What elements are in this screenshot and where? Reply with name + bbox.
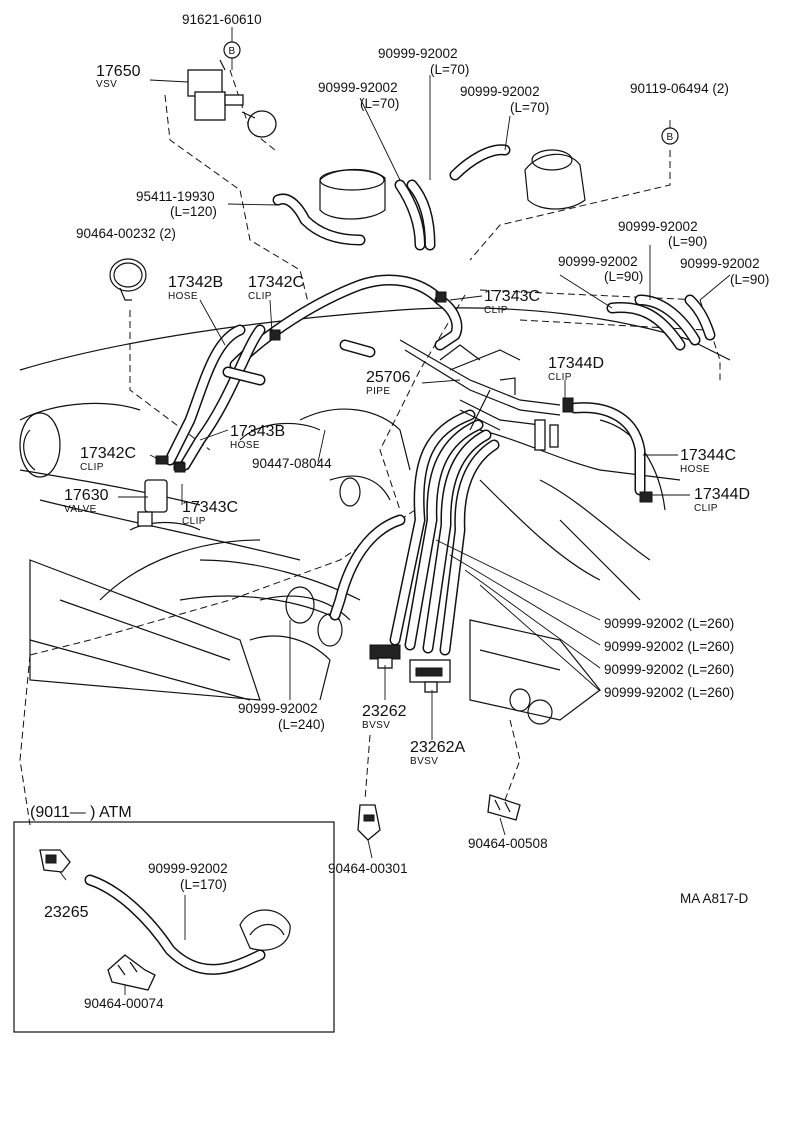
label-valve: VALVE (64, 504, 97, 515)
ref-circle-b-top (223, 41, 241, 59)
label-90999-92002-a: 90999-92002 (378, 46, 458, 61)
label-17343b: 17343B (230, 423, 285, 440)
label-90464-00232: 90464-00232 (2) (76, 226, 176, 241)
label-23265: 23265 (44, 904, 89, 921)
part-labels: 91621-60610 17650 VSV 90999-92002 (L=70)… (30, 12, 769, 1011)
leader-lines (59, 27, 731, 995)
label-17344d-top: 17344D (548, 355, 604, 372)
bvsv-23262 (369, 644, 401, 669)
label-23262: 23262 (362, 703, 407, 720)
label-clip-17344d-top: CLIP (548, 372, 572, 383)
ref-b-right-text: B (666, 132, 673, 143)
label-clip-17344d-right: CLIP (694, 503, 718, 514)
label-90119-06494: 90119-06494 (2) (630, 81, 729, 96)
label-hose-17343b: HOSE (230, 440, 260, 451)
label-90999-92002-f: 90999-92002 (680, 256, 760, 271)
label-l260-1: 90999-92002 (L=260) (604, 616, 734, 631)
label-17344d-right: 17344D (694, 486, 750, 503)
label-17343c-bottom: 17343C (182, 499, 238, 516)
label-90464-00301: 90464-00301 (328, 861, 408, 876)
label-l260-2: 90999-92002 (L=260) (604, 639, 734, 654)
label-l240: (L=240) (278, 717, 325, 732)
label-l70-b: (L=70) (360, 96, 399, 111)
label-l260-4: 90999-92002 (L=260) (604, 685, 734, 700)
clips-misc (174, 291, 653, 503)
label-90447-08044: 90447-08044 (252, 456, 332, 471)
label-pipe: PIPE (366, 386, 390, 397)
label-90999-92002-240: 90999-92002 (238, 701, 318, 716)
label-91621-60610: 91621-60610 (182, 12, 262, 27)
label-l90-f: (L=90) (730, 272, 769, 287)
label-clip-17342c-top: CLIP (248, 291, 272, 302)
label-17344c: 17344C (680, 447, 736, 464)
diagram-code: MA A817-D (680, 891, 749, 906)
label-23262a: 23262A (410, 739, 465, 756)
label-vsv: VSV (96, 79, 117, 90)
ref-b-top-text: B (228, 46, 235, 57)
valve-17630 (137, 455, 185, 527)
clip-90464-00301 (357, 804, 381, 841)
label-l90-d: (L=90) (668, 234, 707, 249)
label-l70-c: (L=70) (510, 100, 549, 115)
label-90999-92002-d: 90999-92002 (618, 219, 698, 234)
label-l120: (L=120) (170, 204, 217, 219)
label-hose-17342b: HOSE (168, 291, 198, 302)
label-clip-17343c-bottom: CLIP (182, 516, 206, 527)
label-17342b: 17342B (168, 274, 223, 291)
label-l170: (L=170) (180, 877, 227, 892)
label-17342c-left: 17342C (80, 445, 136, 462)
label-90464-00508: 90464-00508 (468, 836, 548, 851)
label-bvsv-23262: BVSV (362, 720, 390, 731)
clip-90464-00232 (109, 258, 147, 301)
label-90999-92002-e: 90999-92002 (558, 254, 638, 269)
label-clip-17343c-top: CLIP (484, 305, 508, 316)
label-90999-92002-c: 90999-92002 (460, 84, 540, 99)
label-l260-3: 90999-92002 (L=260) (604, 662, 734, 677)
label-90464-00074: 90464-00074 (84, 996, 164, 1011)
label-17343c-top: 17343C (484, 288, 540, 305)
ref-circle-b-right (661, 127, 679, 145)
label-l70-a: (L=70) (430, 62, 469, 77)
label-hose-17344c: HOSE (680, 464, 710, 475)
atm-parts (39, 849, 291, 991)
atm-inset-box (13, 821, 335, 1033)
vsv-17650 (187, 59, 277, 138)
label-atm-header: (9011— ) ATM (30, 804, 132, 821)
vacuum-hoses (84, 144, 716, 975)
label-clip-17342c-left: CLIP (80, 462, 104, 473)
label-90999-92002-170: 90999-92002 (148, 861, 228, 876)
label-95411-19930: 95411-19930 (136, 189, 215, 204)
vacuum-pipe-assembly (399, 339, 561, 451)
bvsv-23262a (409, 659, 451, 693)
label-17342c-top: 17342C (248, 274, 304, 291)
label-17630: 17630 (64, 487, 109, 504)
label-90999-92002-b: 90999-92002 (318, 80, 398, 95)
label-bvsv-23262a: BVSV (410, 756, 438, 767)
label-l90-e: (L=90) (604, 269, 643, 284)
clip-90464-00508 (487, 794, 521, 821)
label-17650: 17650 (96, 63, 141, 80)
label-25706: 25706 (366, 369, 411, 386)
